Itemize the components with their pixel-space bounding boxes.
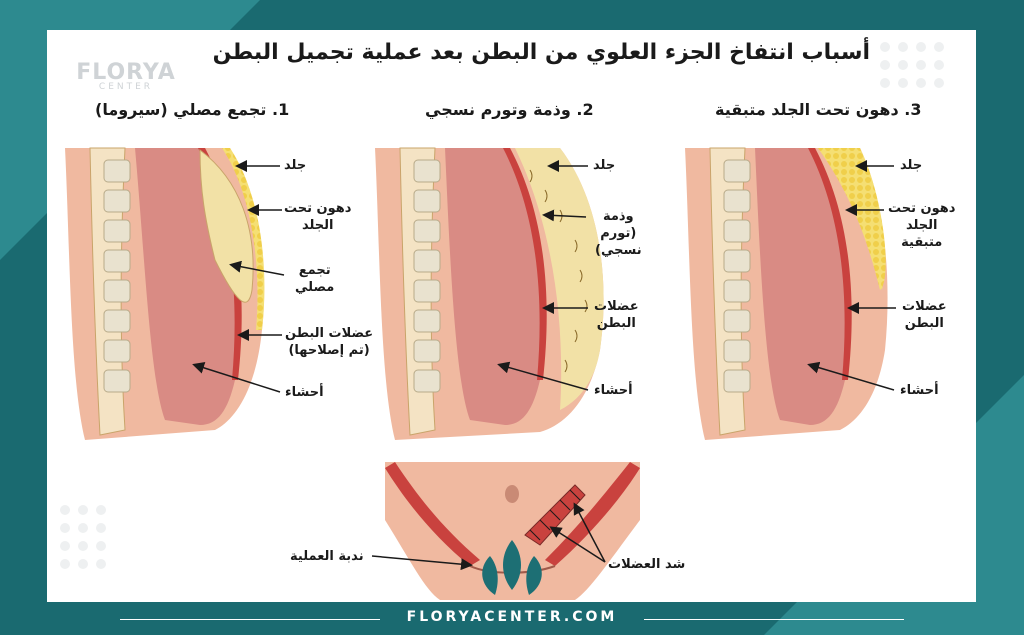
p3-label-skin: جلد <box>900 158 923 173</box>
footer: FLORYACENTER.COM <box>0 602 1024 635</box>
footer-line-left <box>120 619 380 620</box>
footer-url: FLORYACENTER.COM <box>406 609 618 625</box>
p2-label-edema: وذمة (تورم نسجي) <box>595 209 642 258</box>
brand-sub: CENTER <box>98 82 154 92</box>
panel-2-illustration <box>375 147 604 440</box>
section-3-title: 3. دهون تحت الجلد متبقية <box>715 100 922 119</box>
label-plication: شد العضلات <box>608 557 686 572</box>
section-2-title: 2. وذمة وتورم نسجي <box>425 100 594 119</box>
panel-3-illustration <box>685 147 888 440</box>
label-scar: ندبة العملية <box>290 549 364 564</box>
p1-label-seroma: تجمع مصلي <box>295 263 335 295</box>
p1-label-skin: جلد <box>284 158 307 173</box>
footer-line-right <box>644 619 904 620</box>
panel-1-illustration <box>65 147 265 440</box>
p1-label-muscle: عضلات البطن (تم إصلاحها) <box>285 326 374 358</box>
p3-label-viscera: أحشاء <box>900 383 939 398</box>
brand-name: FLORYA <box>76 60 176 85</box>
p1-label-fat: دهون تحت الجلد <box>284 201 352 233</box>
section-1-title: 1. تجمع مصلي (سيروما) <box>95 100 290 119</box>
p3-label-fat: دهون تحت الجلد متبقية <box>888 201 956 250</box>
brand-logo: FLORYA CENTER <box>66 60 186 92</box>
p3-label-muscle: عضلات البطن <box>902 299 947 331</box>
p1-label-viscera: أحشاء <box>285 385 324 400</box>
page-title: أسباب انتفاخ الجزء العلوي من البطن بعد ع… <box>212 40 870 65</box>
p2-label-muscle: عضلات البطن <box>594 299 639 331</box>
p2-label-skin: جلد <box>593 158 616 173</box>
bottom-abdomen-illustration <box>385 462 640 600</box>
p2-label-viscera: أحشاء <box>594 383 633 398</box>
